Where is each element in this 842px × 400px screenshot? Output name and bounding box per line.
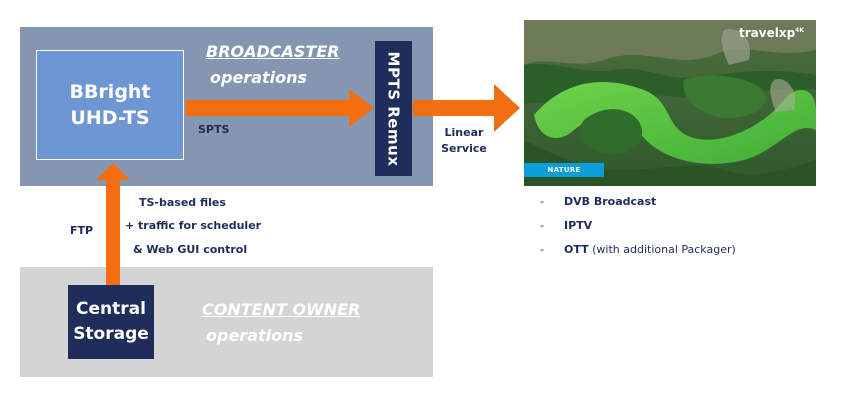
output-item-ott: - OTT (with additional Packager) xyxy=(540,242,736,266)
linear-service-label: Linear Service xyxy=(436,125,492,157)
mpts-remux-label: MPTS Remux xyxy=(384,51,403,166)
travelxp-logo-sup: 4K xyxy=(795,27,804,34)
output-dash: - xyxy=(540,195,544,208)
bbright-label-line2: UHD-TS xyxy=(70,107,150,129)
spts-label: SPTS xyxy=(198,123,230,136)
ts-files-line3: & Web GUI control xyxy=(133,243,248,256)
ftp-arrow xyxy=(96,163,130,285)
broadcaster-subtitle: operations xyxy=(210,68,308,87)
output-note: (with additional Packager) xyxy=(592,243,736,256)
content-owner-title: CONTENT OWNER xyxy=(202,300,361,319)
ftp-label: FTP xyxy=(70,224,94,237)
output-item-iptv: - IPTV xyxy=(540,218,736,242)
linear-service-line1: Linear xyxy=(444,126,484,139)
travelxp-nature-image: travelxp4K NATURE xyxy=(524,20,816,186)
output-dash: - xyxy=(540,219,544,232)
output-name: DVB Broadcast xyxy=(564,195,657,208)
central-storage-box: Central Storage xyxy=(68,285,154,359)
storage-label-line2: Storage xyxy=(73,324,149,344)
spts-arrow xyxy=(186,89,374,127)
river-canyon-picture xyxy=(524,20,816,186)
content-owner-subtitle: operations xyxy=(206,326,304,345)
travelxp-logo-text: travelxp xyxy=(739,26,796,40)
ts-files-line2: + traffic for scheduler xyxy=(125,219,262,232)
broadcaster-title: BROADCASTER xyxy=(206,42,340,61)
output-item-dvb: - DVB Broadcast xyxy=(540,194,736,218)
bbright-uhd-ts-box: BBright UHD-TS xyxy=(36,50,184,160)
output-name: OTT xyxy=(564,243,589,256)
output-name: IPTV xyxy=(564,219,593,232)
output-list: - DVB Broadcast - IPTV - OTT (with addition… xyxy=(540,194,736,266)
travelxp-logo: travelxp4K xyxy=(739,26,804,40)
bbright-label-line1: BBright xyxy=(69,81,151,103)
linear-service-line2: Service xyxy=(441,142,487,155)
storage-label-line1: Central xyxy=(76,299,146,319)
nature-tag: NATURE xyxy=(524,163,604,177)
ts-files-line1: TS-based files xyxy=(139,196,226,209)
output-dash: - xyxy=(540,243,544,256)
mpts-remux-box: MPTS Remux xyxy=(375,41,412,176)
linear-service-arrow xyxy=(413,84,520,132)
